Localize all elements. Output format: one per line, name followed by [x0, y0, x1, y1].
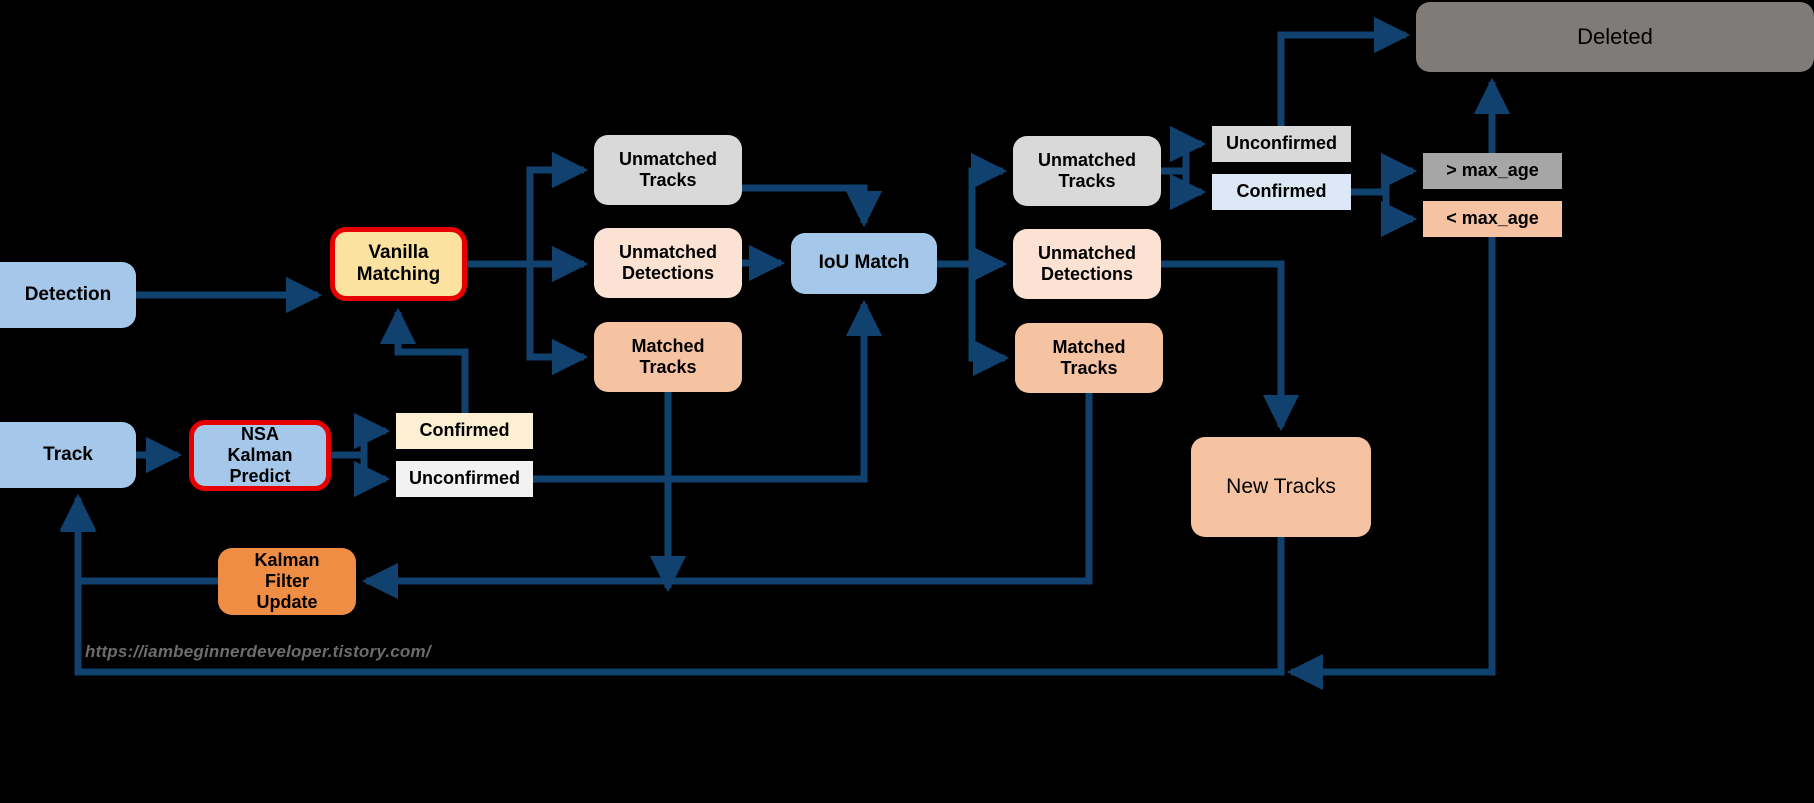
node-unconfirmed-right-label: Unconfirmed — [1225, 133, 1337, 154]
node-iou-match[interactable]: IoU Match — [791, 233, 937, 294]
edge-confirmed2-to-gt-max-age — [1351, 152, 1418, 196]
node-kalman-filter-update-label: Kalman Filter Update — [254, 549, 320, 613]
node-unmatched-detections-1-label: Unmatched Detections — [618, 241, 717, 283]
node-confirmed-right[interactable]: Confirmed — [1212, 174, 1351, 210]
edge-iou-to-unmatched-tracks2 — [937, 152, 1008, 268]
node-lt-max-age-label: < max_age — [1446, 208, 1539, 229]
node-lt-max-age[interactable]: < max_age — [1423, 201, 1562, 237]
node-unmatched-tracks-2-label: Unmatched Tracks — [1037, 149, 1136, 191]
edge-unconfirmed2-to-deleted — [1277, 16, 1411, 126]
node-vanilla-matching[interactable]: Vanilla Matching — [330, 227, 467, 301]
node-deleted-label: Deleted — [1577, 24, 1653, 50]
node-confirmed-right-label: Confirmed — [1236, 181, 1327, 202]
node-track-label: Track — [43, 443, 93, 465]
node-nsa-kalman-predict-label: NSA Kalman Predict — [227, 423, 293, 487]
node-unmatched-detections-2[interactable]: Unmatched Detections — [1013, 229, 1161, 299]
edge-confirmed2-to-lt-max-age — [1351, 188, 1418, 238]
edge-unmatched-tracks-to-iou — [742, 184, 883, 228]
edge-iou-to-matched-tracks2 — [937, 260, 1010, 377]
node-unconfirmed-right[interactable]: Unconfirmed — [1212, 126, 1351, 162]
node-vanilla-matching-label: Vanilla Matching — [356, 241, 441, 285]
node-unmatched-detections-1[interactable]: Unmatched Detections — [594, 228, 742, 298]
edge-unmatched-tracks2-to-confirmed — [1161, 167, 1207, 211]
edge-confirmed-to-vanilla — [379, 307, 469, 413]
node-matched-tracks-1[interactable]: Matched Tracks — [594, 322, 742, 392]
node-matched-tracks-2-label: Matched Tracks — [1052, 336, 1126, 378]
node-nsa-kalman-predict[interactable]: NSA Kalman Predict — [189, 420, 331, 491]
node-matched-tracks-2[interactable]: Matched Tracks — [1015, 323, 1163, 393]
node-detection-label: Detection — [24, 283, 112, 305]
node-deleted[interactable]: Deleted — [1416, 2, 1814, 72]
edge-vanilla-to-unmatched-tracks — [467, 151, 589, 268]
edge-unmatched-tracks2-to-unconfirmed — [1161, 125, 1207, 175]
node-unmatched-tracks-1[interactable]: Unmatched Tracks — [594, 135, 742, 205]
node-new-tracks-label: New Tracks — [1226, 474, 1336, 498]
edge-nsa-to-unconfirmed — [331, 451, 391, 498]
node-iou-match-label: IoU Match — [818, 252, 910, 274]
node-track[interactable]: Track — [0, 422, 136, 488]
edge-nsa-to-confirmed — [331, 412, 391, 459]
edge-unmatched-detections2-to-new-tracks — [1161, 260, 1300, 432]
node-unmatched-detections-2-label: Unmatched Detections — [1037, 242, 1136, 284]
node-unconfirmed-left-label: Unconfirmed — [408, 468, 520, 489]
edge-vanilla-to-matched-tracks — [467, 260, 589, 376]
node-kalman-filter-update[interactable]: Kalman Filter Update — [218, 548, 356, 615]
node-unconfirmed-left[interactable]: Unconfirmed — [396, 461, 533, 497]
node-detection[interactable]: Detection — [0, 262, 136, 328]
node-unmatched-tracks-2[interactable]: Unmatched Tracks — [1013, 136, 1161, 206]
node-gt-max-age-label: > max_age — [1446, 160, 1539, 181]
edge-kalman-update-to-track — [59, 493, 218, 585]
node-matched-tracks-1-label: Matched Tracks — [631, 335, 705, 377]
node-confirmed-left-label: Confirmed — [419, 420, 510, 441]
node-unmatched-tracks-1-label: Unmatched Tracks — [618, 148, 717, 190]
source-url-watermark: https://iambeginnerdeveloper.tistory.com… — [85, 642, 431, 662]
node-confirmed-left[interactable]: Confirmed — [396, 413, 533, 449]
node-gt-max-age[interactable]: > max_age — [1423, 153, 1562, 189]
source-url-text: https://iambeginnerdeveloper.tistory.com… — [85, 642, 431, 661]
node-new-tracks[interactable]: New Tracks — [1191, 437, 1371, 537]
